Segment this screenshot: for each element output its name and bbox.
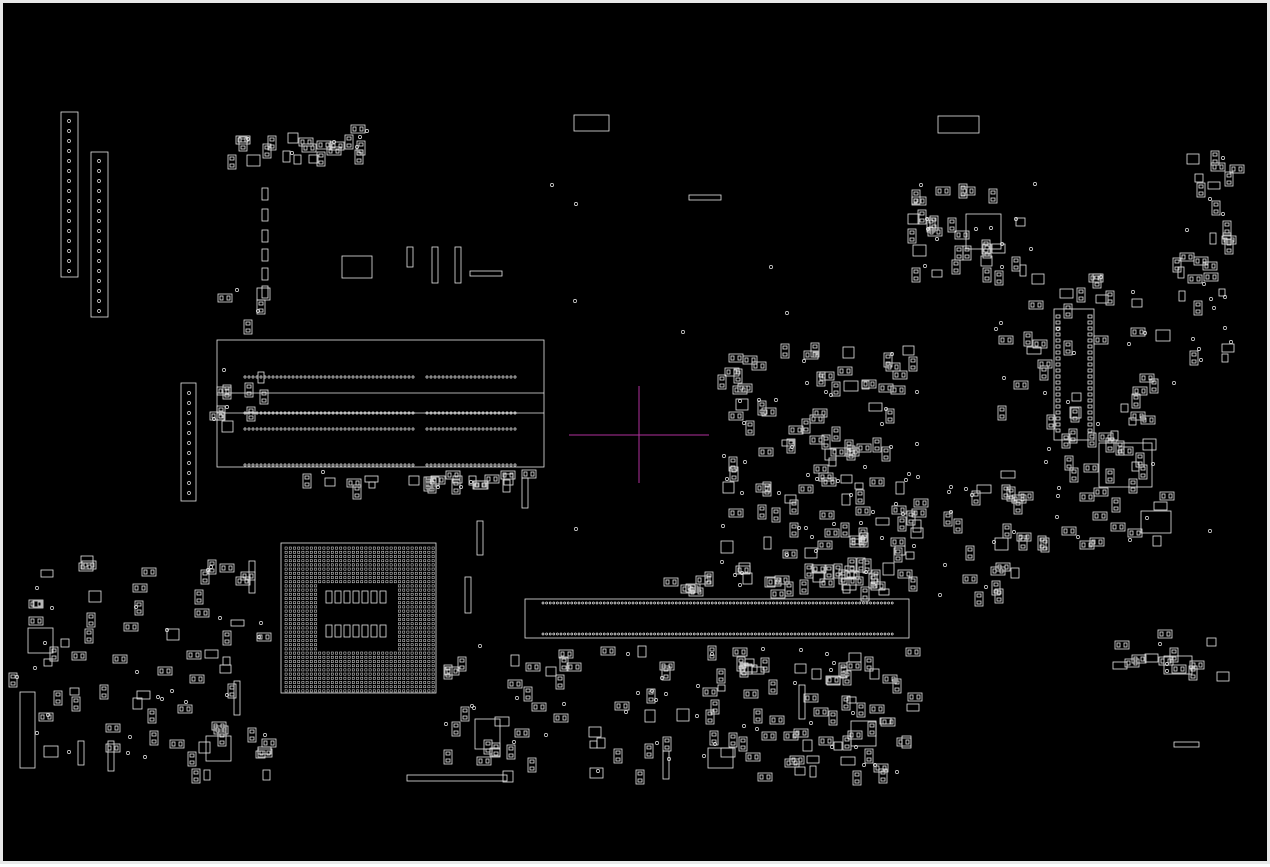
ic-2: [27, 627, 54, 654]
ic-6: [850, 720, 877, 747]
pcie-slot: [524, 598, 910, 639]
crosshair-cursor-icon: [569, 386, 709, 483]
ic-7: [707, 747, 734, 769]
cluster-center-mesh: [717, 342, 929, 597]
chip-small-a: [1140, 510, 1172, 534]
cluster-bottom-right: [695, 645, 923, 786]
cluster-right-mid: [994, 273, 1175, 553]
cluster-bottom-mid: [443, 644, 690, 785]
memory-slots: [180, 339, 545, 502]
cpu-socket: [280, 542, 437, 694]
cluster-near-dimm: [302, 469, 537, 500]
cluster-far-right: [1112, 629, 1230, 682]
left-edge-connectors: [60, 111, 109, 318]
cluster-under-pcie: [663, 563, 890, 602]
trace-1: [688, 194, 722, 201]
cluster-bottom-left: [8, 555, 277, 784]
header-top-center: [573, 114, 610, 132]
edge-connector-2: [90, 151, 109, 318]
pcie-slot-outline: [524, 598, 910, 639]
ic-1: [341, 255, 373, 279]
scattered-vias: [550, 182, 1212, 597]
board-outline-drawing: [8, 111, 1245, 786]
small-ics: [19, 187, 1200, 782]
chip-tall: [1053, 308, 1095, 441]
chip-qfn: [965, 213, 1002, 250]
cpu-socket-outline: [280, 542, 437, 694]
cluster-left-column: [209, 287, 271, 433]
ic-5: [474, 718, 501, 750]
cluster-right-column: [1172, 150, 1245, 366]
cluster-mid-right: [943, 484, 1034, 607]
header-bottom: [406, 774, 508, 782]
trace-3: [1173, 741, 1200, 748]
header-top-right: [937, 115, 980, 134]
side-connector: [180, 382, 197, 502]
cluster-top-left: [227, 124, 369, 170]
ic-3: [19, 691, 36, 769]
ic-4: [205, 735, 232, 762]
dimm-slot-block: [216, 339, 545, 468]
edge-connector-1: [60, 111, 79, 278]
trace-2: [469, 270, 503, 277]
cluster-top-right: [907, 183, 1033, 286]
